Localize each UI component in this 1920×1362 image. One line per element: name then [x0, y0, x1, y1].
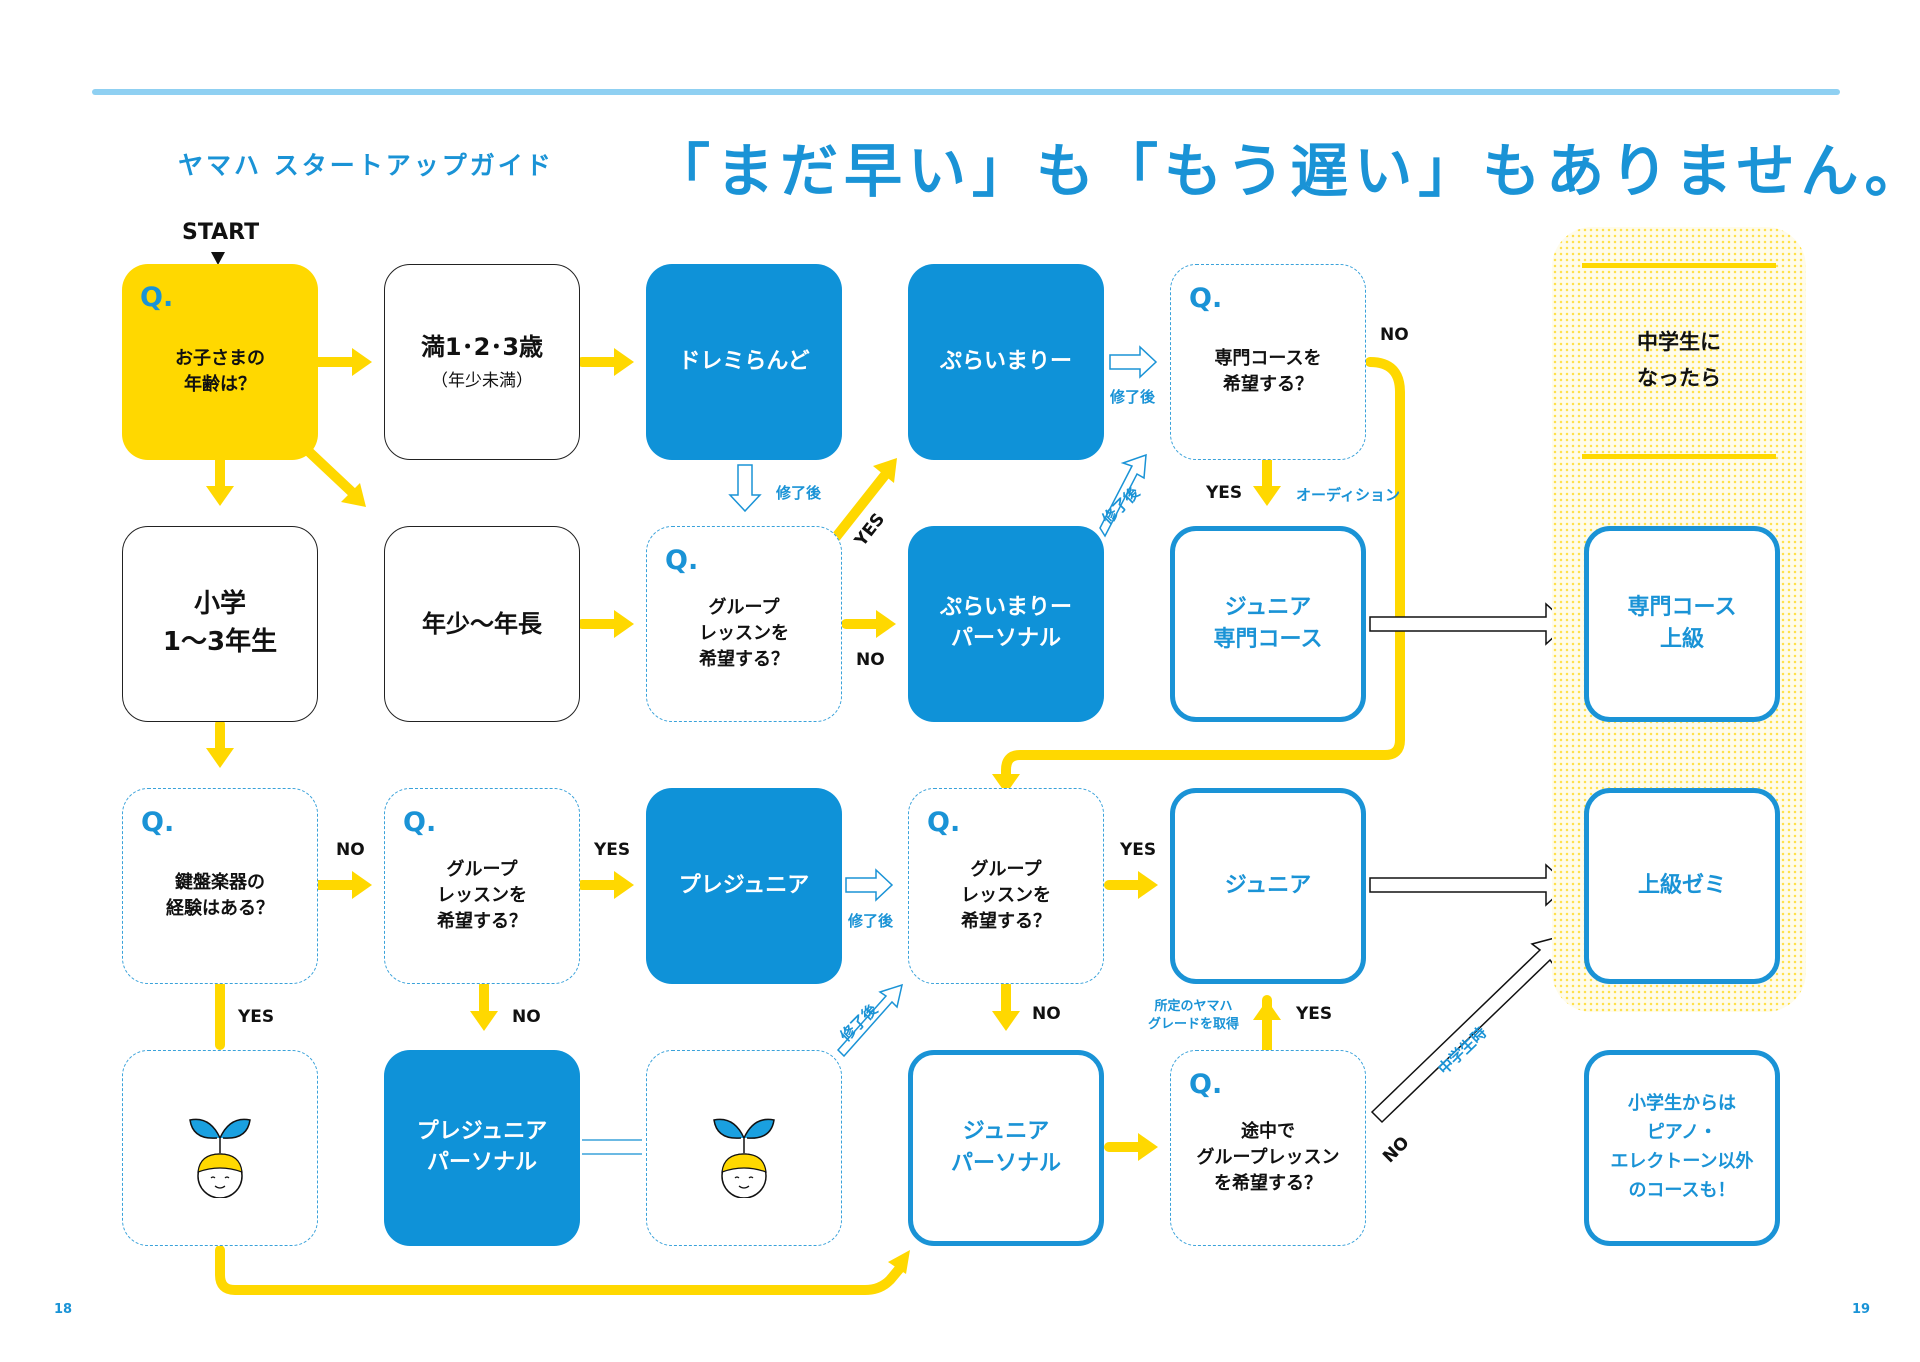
- page-number-right: 19: [1852, 1302, 1871, 1317]
- nenshou-label: 年少〜年長: [422, 609, 542, 638]
- junior-personal-label: ジュニア パーソナル: [950, 1119, 1061, 1176]
- guide-title: ヤマハ スタートアップガイド: [178, 151, 554, 180]
- advanced-seminar-box[interactable]: 上級ゼミ: [1584, 788, 1780, 984]
- prejunior-personal-label: プレジュニア パーソナル: [416, 1119, 548, 1175]
- age-123-label: 満1･2･3歳: [420, 333, 544, 362]
- label-after: 修了後: [776, 484, 822, 502]
- label-after: 修了後: [1110, 388, 1156, 406]
- label-no: NO: [1032, 1004, 1061, 1024]
- other-courses-box[interactable]: 小学生からは ピアノ・ エレクトーン以外 のコースも！: [1584, 1050, 1780, 1246]
- label-no: NO: [856, 650, 885, 670]
- label-no: NO: [512, 1007, 541, 1027]
- q-mark: Q.: [665, 545, 699, 576]
- label-yes: YES: [1296, 1004, 1333, 1024]
- elementary-box[interactable]: 小学 1〜3年生: [122, 526, 318, 722]
- yellow-arrow: [206, 348, 1405, 1295]
- advanced-specialist-box[interactable]: 専門コース 上級: [1584, 526, 1780, 722]
- prejunior-box[interactable]: プレジュニア: [646, 788, 842, 984]
- label-yes: YES: [1206, 483, 1243, 503]
- double-line: [582, 1139, 642, 1155]
- primary-label: ぷらいまりー: [939, 349, 1072, 375]
- other-courses-label: 小学生からは ピアノ・ エレクトーン以外 のコースも！: [1610, 1093, 1754, 1201]
- age-123-box[interactable]: 満1･2･3歳 （年少未満）: [384, 264, 580, 460]
- midway-question: 途中で グループレッスン を希望する？: [1196, 1120, 1340, 1195]
- q-mark: Q.: [403, 807, 437, 838]
- group-question-box-1[interactable]: Q. グループ レッスンを 希望する？: [646, 526, 842, 722]
- keyboard-question-box[interactable]: Q. 鍵盤楽器の 経験はある？: [122, 788, 318, 984]
- group-question-1: グループ レッスンを 希望する？: [699, 596, 789, 671]
- sprout-character-icon: [713, 1118, 775, 1198]
- primary-box[interactable]: ぷらいまりー: [908, 264, 1104, 460]
- group-question-3: グループ レッスンを 希望する？: [961, 858, 1051, 933]
- advanced-seminar-label: 上級ゼミ: [1637, 873, 1726, 899]
- sprout-box-1[interactable]: [122, 1050, 318, 1246]
- q-mark: Q.: [1189, 283, 1223, 314]
- doremi-label: ドレミらんど: [678, 349, 810, 375]
- prejunior-label: プレジュニア: [678, 873, 810, 899]
- label-audition: オーディション: [1296, 486, 1400, 504]
- label-after: 修了後: [848, 912, 894, 930]
- prejunior-personal-box[interactable]: プレジュニア パーソナル: [384, 1050, 580, 1246]
- group-question-box-3[interactable]: Q. グループ レッスンを 希望する？: [908, 788, 1104, 984]
- sprout-character-icon: [189, 1118, 251, 1198]
- label-yes: YES: [594, 840, 631, 860]
- label-no: NO: [1380, 325, 1409, 345]
- junior-specialist-label: ジュニア 専門コース: [1213, 595, 1323, 652]
- elementary-label: 小学 1〜3年生: [162, 589, 278, 657]
- nenshou-box[interactable]: 年少〜年長: [384, 526, 580, 722]
- q-mark: Q.: [1189, 1069, 1223, 1100]
- primary-personal-label: ぷらいまりー パーソナル: [939, 595, 1072, 651]
- q-mark: Q.: [927, 807, 961, 838]
- label-grade: 所定のヤマハ グレードを取得: [1148, 999, 1240, 1033]
- keyboard-question: 鍵盤楽器の 経験はある？: [166, 871, 274, 919]
- label-yes: YES: [1120, 840, 1157, 860]
- group-question-box-2[interactable]: Q. グループ レッスンを 希望する？: [384, 788, 580, 984]
- specialist-question: 専門コースを 希望する？: [1214, 347, 1322, 395]
- label-no: NO: [336, 840, 365, 860]
- junior-specialist-box[interactable]: ジュニア 専門コース: [1170, 526, 1366, 722]
- outline-arrow: [728, 345, 1158, 1058]
- junior-box[interactable]: ジュニア: [1170, 788, 1366, 984]
- group-question-2: グループ レッスンを 希望する？: [437, 858, 527, 933]
- top-rule: [92, 89, 1840, 95]
- age-question-box[interactable]: Q. お子さまの 年齢は？: [122, 264, 318, 460]
- panel-title: 中学生に なったら: [1637, 330, 1721, 390]
- sprout-box-2[interactable]: [646, 1050, 842, 1246]
- midway-question-box[interactable]: Q. 途中で グループレッスン を希望する？: [1170, 1050, 1366, 1246]
- specialist-question-box[interactable]: Q. 専門コースを 希望する？: [1170, 264, 1366, 460]
- age-123-sub: （年少未満）: [431, 371, 533, 392]
- label-yes: YES: [238, 1007, 275, 1027]
- advanced-specialist-label: 専門コース 上級: [1627, 595, 1737, 652]
- junior-label: ジュニア: [1224, 873, 1312, 899]
- age-question: お子さまの 年齢は？: [175, 347, 265, 395]
- page-number-left: 18: [54, 1302, 73, 1317]
- panel-rule-bottom: [1582, 454, 1776, 459]
- start-arrow-icon: [211, 252, 225, 265]
- q-mark: Q.: [141, 807, 175, 838]
- primary-personal-box[interactable]: ぷらいまりー パーソナル: [908, 526, 1104, 722]
- q-mark: Q.: [140, 282, 174, 313]
- start-label: START: [182, 220, 260, 245]
- junior-personal-box[interactable]: ジュニア パーソナル: [908, 1050, 1104, 1246]
- doremi-box[interactable]: ドレミらんど: [646, 264, 842, 460]
- headline: 「まだ早い」も「もう遅い」もありません。: [652, 137, 1920, 205]
- panel-rule-top: [1582, 263, 1776, 268]
